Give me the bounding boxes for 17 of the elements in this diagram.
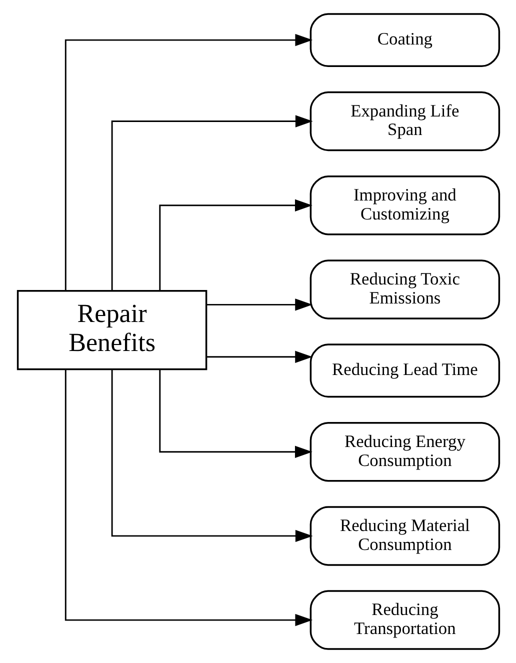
node-box: Reducing Energy Consumption: [309, 422, 500, 482]
node-box: Coating: [309, 13, 500, 68]
arrow: [206, 350, 312, 363]
arrow: [158, 199, 312, 291]
node-box: Improving and Customizing: [309, 175, 500, 236]
arrow: [64, 370, 312, 626]
node-box: Expanding Life Span: [309, 91, 500, 152]
node-box: Reducing Material Consumption: [309, 506, 500, 566]
node-box: Repair Benefits: [16, 290, 207, 370]
arrow: [64, 34, 312, 290]
arrow: [206, 298, 312, 311]
node-box: Reducing Lead Time: [309, 344, 500, 398]
node-box: Reducing Toxic Emissions: [309, 260, 500, 320]
arrow: [110, 369, 312, 542]
node-box: Reducing Transportation: [309, 590, 500, 650]
arrow: [110, 115, 312, 291]
arrow: [158, 369, 312, 458]
